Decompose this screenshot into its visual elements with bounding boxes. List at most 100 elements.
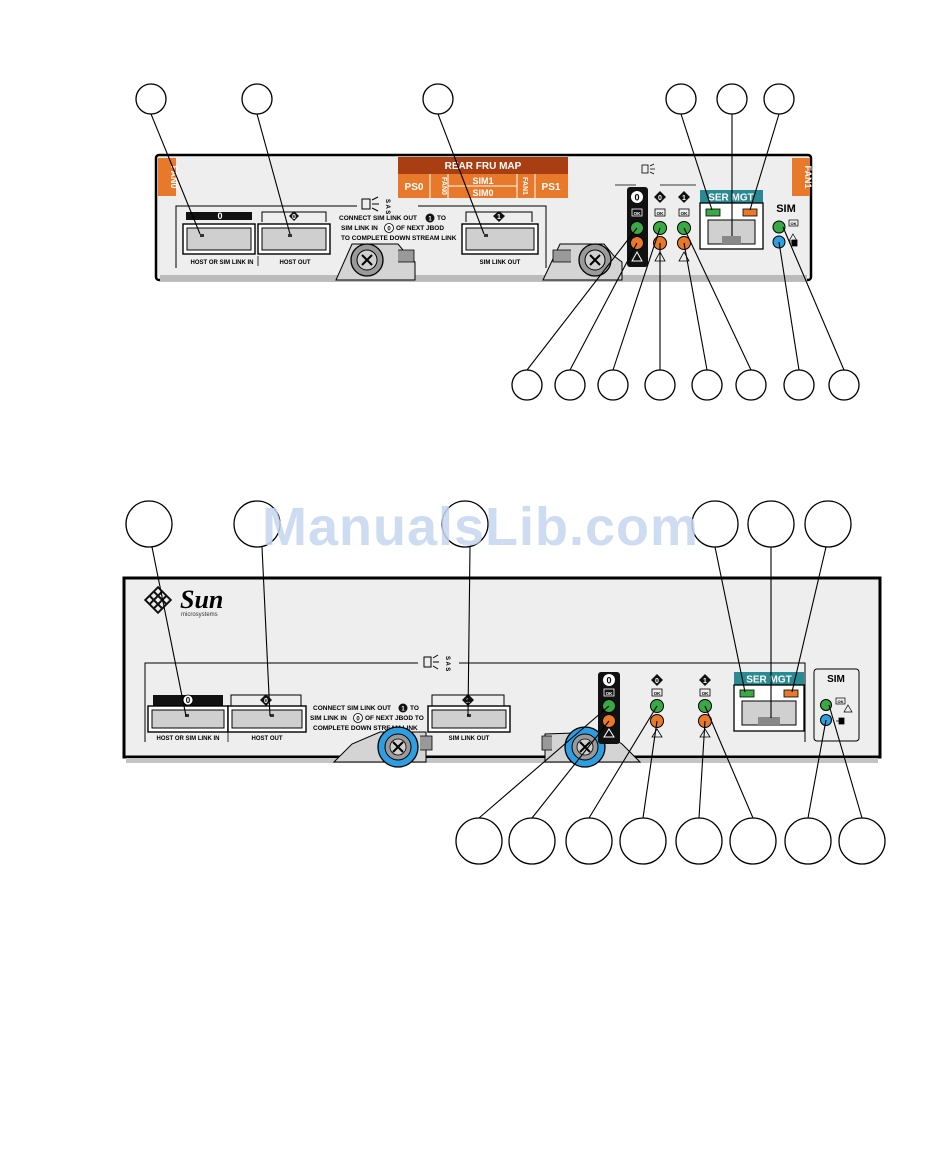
- connect-note-badge1: 1: [428, 217, 432, 223]
- thumbscrew-right-icon[interactable]: [578, 243, 612, 277]
- ser-mgt-port[interactable]: SER MGT: [733, 672, 805, 732]
- ok-label: OK: [654, 691, 662, 696]
- ok-box: [699, 688, 711, 697]
- fru-ps0: PS0: [405, 182, 424, 193]
- port-badge-1: 0: [292, 214, 296, 221]
- fru-sim1: SIM1: [472, 176, 493, 186]
- connect-note-line3: COMPLETE DOWN STREAM LINK: [313, 725, 418, 732]
- locate-icon: [836, 717, 845, 725]
- sas-label: S A S: [384, 199, 390, 214]
- port-badge-2: 1: [497, 214, 501, 221]
- ok-label: OK: [657, 211, 665, 216]
- port-tab-0: [186, 212, 252, 220]
- ser-mgt-label: SER MGT: [746, 675, 792, 686]
- port-host-or-sim-link-in[interactable]: [182, 223, 256, 255]
- fru-sim0: SIM0: [472, 188, 493, 198]
- callout-circle: [763, 83, 795, 115]
- callout-circle: [716, 83, 748, 115]
- connect-note: CONNECT SIM LINK OUT 1 TO SIM LINK IN 0 …: [310, 703, 424, 732]
- callout-circle: [511, 369, 543, 401]
- callout-circle: [747, 500, 795, 548]
- callouts-top-1: [135, 83, 795, 115]
- fan0-tab: [158, 158, 176, 196]
- led-group-label-2: 1: [682, 195, 686, 202]
- fru-map-title: REAR FRU MAP: [445, 161, 522, 172]
- port-label-sim-link-out: SIM LINK OUT: [480, 260, 521, 266]
- callout-circle: [441, 500, 489, 548]
- ok-label: OK: [634, 211, 642, 216]
- port-badge-0: 0: [186, 696, 191, 705]
- led-sim-ok: [772, 220, 786, 234]
- led-group-label-1: 0: [658, 195, 662, 202]
- callout-circle: [783, 369, 815, 401]
- port-sim-link-out[interactable]: [461, 223, 539, 255]
- callout-circle: [735, 369, 767, 401]
- ser-mgt-activity-led: [783, 689, 799, 698]
- port-host-or-sim-link-in[interactable]: [147, 705, 229, 733]
- callout-circle: [565, 817, 613, 865]
- callout-circle: [644, 369, 676, 401]
- callout-circle: [241, 83, 273, 115]
- callout-circle: [135, 83, 167, 115]
- warning-icon: [631, 250, 643, 262]
- led-group-label-1: 0: [655, 678, 659, 685]
- connect-note-line3: TO COMPLETE DOWN STREAM LINK: [341, 235, 457, 242]
- brand-name: Sun: [180, 585, 223, 614]
- callout-circle: [125, 500, 173, 548]
- callout-circle: [675, 817, 723, 865]
- callout-circle: [665, 83, 697, 115]
- callouts-top-2: [125, 500, 852, 548]
- connect-note-line1b: TO: [437, 215, 446, 222]
- port-label-host-out: HOST OUT: [280, 260, 311, 266]
- port-host-out[interactable]: [257, 223, 331, 255]
- fan0-tab-label: FAN0: [169, 165, 179, 188]
- sas-port-group-outline: [144, 662, 806, 742]
- port-label-host-out: HOST OUT: [252, 736, 283, 742]
- led-sim-ok: [820, 699, 832, 711]
- callout-circle: [691, 500, 739, 548]
- connect-note-badge2: 0: [356, 717, 360, 723]
- sim-label: SIM: [827, 674, 845, 685]
- port-label-host-or-sim-link-in: HOST OR SIM LINK IN: [191, 260, 254, 266]
- ser-mgt-link-led: [705, 208, 721, 217]
- ok-box: [651, 688, 663, 697]
- led-group-label-0: 0: [606, 676, 611, 686]
- diagram-2: Sun microsystems S A S 0 0 1: [122, 500, 886, 865]
- connect-note-line1a: CONNECT SIM LINK OUT: [313, 705, 391, 712]
- callouts-bottom-2: [455, 817, 886, 865]
- fru-map-header: [398, 157, 568, 174]
- fan1-tab-label: FAN1: [803, 165, 813, 188]
- callout-circle: [729, 817, 777, 865]
- thumbscrew-left-icon[interactable]: [377, 726, 419, 768]
- thumbscrew-left-icon[interactable]: [350, 243, 384, 277]
- warning-icon: [843, 704, 853, 713]
- sas-port-group-outline: [175, 205, 547, 268]
- chassis-rail: [160, 275, 807, 281]
- ok-label: OK: [791, 221, 797, 226]
- leader-lines-bottom-2: [478, 704, 863, 819]
- port-badge-0: 0: [217, 211, 222, 221]
- brand-sub: microsystems: [181, 612, 218, 618]
- callouts-bottom-1: [511, 369, 860, 401]
- connect-note: CONNECT SIM LINK OUT 1 TO SIM LINK IN 0 …: [339, 213, 457, 242]
- port-sim-link-out[interactable]: [427, 705, 511, 733]
- rear-fru-map: REAR FRU MAP PS0 FAN0 SIM1 SIM0 FAN1 PS1: [398, 157, 568, 198]
- sas-icon-small: [641, 163, 655, 175]
- thumbscrew-right-icon[interactable]: [564, 726, 606, 768]
- led-group-label-0: 0: [634, 193, 639, 203]
- callout-circle: [619, 817, 667, 865]
- callout-circle: [784, 817, 832, 865]
- port-host-out[interactable]: [227, 705, 307, 733]
- ser-mgt-link-led: [739, 689, 755, 698]
- callout-circle: [597, 369, 629, 401]
- callout-circle: [838, 817, 886, 865]
- sim-label: SIM: [776, 203, 796, 215]
- ser-mgt-label: SER MGT: [708, 193, 754, 204]
- callout-circle: [455, 817, 503, 865]
- callout-circle: [554, 369, 586, 401]
- callout-circle: [233, 500, 281, 548]
- leader-lines-top-1: [150, 113, 780, 236]
- ok-label: OK: [702, 691, 710, 696]
- ok-label: OK: [838, 699, 844, 704]
